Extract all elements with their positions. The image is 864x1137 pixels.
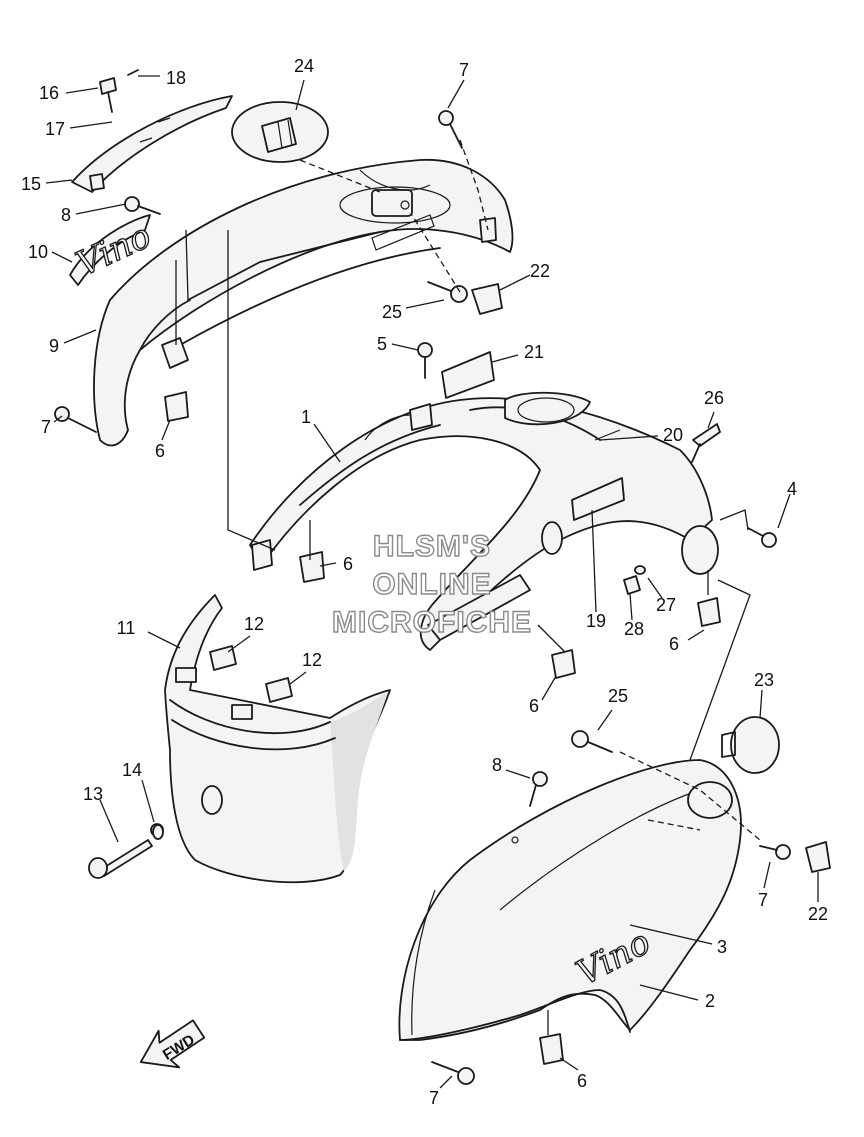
routing-lines (175, 139, 761, 1035)
ref-number: 4 (787, 479, 797, 499)
fasteners (54, 69, 831, 1085)
ref-number: 7 (459, 60, 469, 80)
ref-number: 22 (808, 904, 828, 924)
lower-front-cover (164, 594, 391, 884)
callout-leaders (45, 75, 819, 1089)
ref-number: 26 (704, 388, 724, 408)
ref-number: 2 (705, 991, 715, 1011)
ref-number: 5 (377, 334, 387, 354)
leg-shield-inner (249, 391, 719, 651)
ref-number: 7 (41, 417, 51, 437)
upper-trim-strip (71, 95, 233, 193)
labels-stickers (441, 351, 625, 521)
ref-number: 6 (669, 634, 679, 654)
ref-number: 24 (294, 56, 314, 76)
ref-number: 1 (301, 407, 311, 427)
bolt (88, 823, 164, 879)
reference-numbers: 1 2 3 4 5 6 6 6 6 6 6 7 7 7 7 8 8 9 10 1… (21, 56, 828, 1108)
ref-number: 28 (624, 619, 644, 639)
ref-number: 25 (608, 686, 628, 706)
ref-number: 20 (663, 425, 683, 445)
ref-number: 6 (343, 554, 353, 574)
ref-number: 6 (577, 1071, 587, 1091)
ref-number: 7 (429, 1088, 439, 1108)
ref-number: 7 (758, 890, 768, 910)
emblem-small: Vino (69, 214, 158, 286)
ref-number: 15 (21, 174, 41, 194)
ref-number: 8 (492, 755, 502, 775)
ref-number: 3 (717, 937, 727, 957)
watermark-line-1: HLSM'S (373, 530, 491, 563)
ref-number: 21 (524, 342, 544, 362)
ref-number: 11 (117, 618, 136, 638)
side-cover: Vino (398, 759, 742, 1041)
ref-number: 6 (529, 696, 539, 716)
watermark: HLSM'S ONLINE MICROFICHE (331, 529, 532, 639)
ref-number: 22 (530, 261, 550, 281)
ref-number: 27 (656, 595, 676, 615)
ref-number: 23 (754, 670, 774, 690)
ref-number: 10 (28, 242, 48, 262)
watermark-line-2: ONLINE (372, 568, 491, 601)
watermark-line-3: MICROFICHE (332, 606, 532, 639)
fwd-arrow-icon: FWD (139, 1019, 206, 1069)
ref-number: 12 (244, 614, 264, 634)
ref-number: 8 (61, 205, 71, 225)
ref-number: 25 (382, 302, 402, 322)
ref-number: 14 (122, 760, 142, 780)
ref-number: 9 (49, 336, 59, 356)
ref-number: 18 (166, 68, 186, 88)
ref-number: 19 (586, 611, 606, 631)
detail-inset (231, 101, 329, 163)
ref-number: 17 (45, 119, 65, 139)
ref-number: 16 (39, 83, 59, 103)
ref-number: 6 (155, 441, 165, 461)
ref-number: 12 (302, 650, 322, 670)
ref-number: 13 (83, 784, 103, 804)
